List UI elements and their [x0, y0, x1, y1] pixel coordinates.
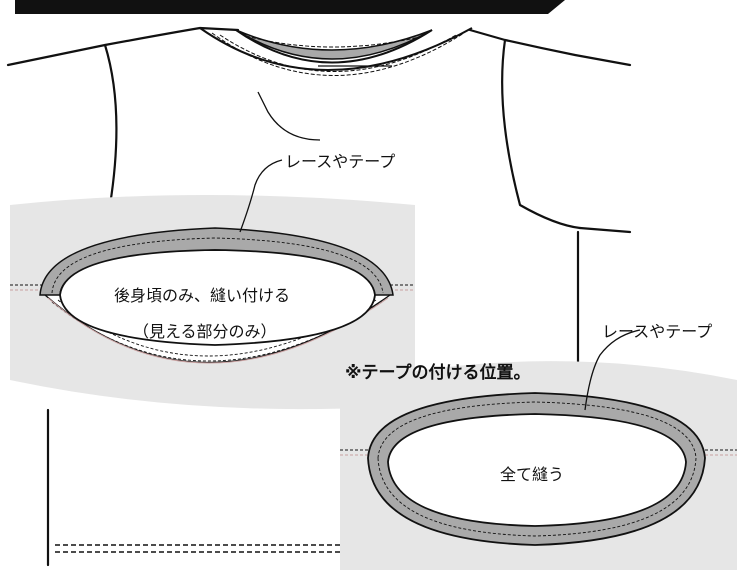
hem-detail — [55, 544, 340, 553]
label-inner-back-note: （見える部分のみ） — [133, 324, 277, 341]
label-tape-right: レースやテープ — [602, 324, 713, 341]
label-inner-back: 後身頃のみ、縫い付ける — [114, 288, 291, 305]
header-bar — [15, 0, 565, 14]
label-inner-all: 全て縫う — [500, 467, 565, 484]
leader-line-mid — [239, 159, 283, 233]
t-shirt-outline — [6, 26, 632, 567]
label-tape-top: レースやテープ — [285, 154, 396, 171]
zoom-panel-left — [10, 195, 415, 410]
leader-line-right — [584, 329, 641, 411]
shirt-neckline — [199, 27, 473, 76]
leader-line-top — [257, 91, 321, 141]
label-position-title: ※テープの付ける位置。 — [345, 363, 531, 382]
zoom-panel-right — [340, 361, 737, 570]
